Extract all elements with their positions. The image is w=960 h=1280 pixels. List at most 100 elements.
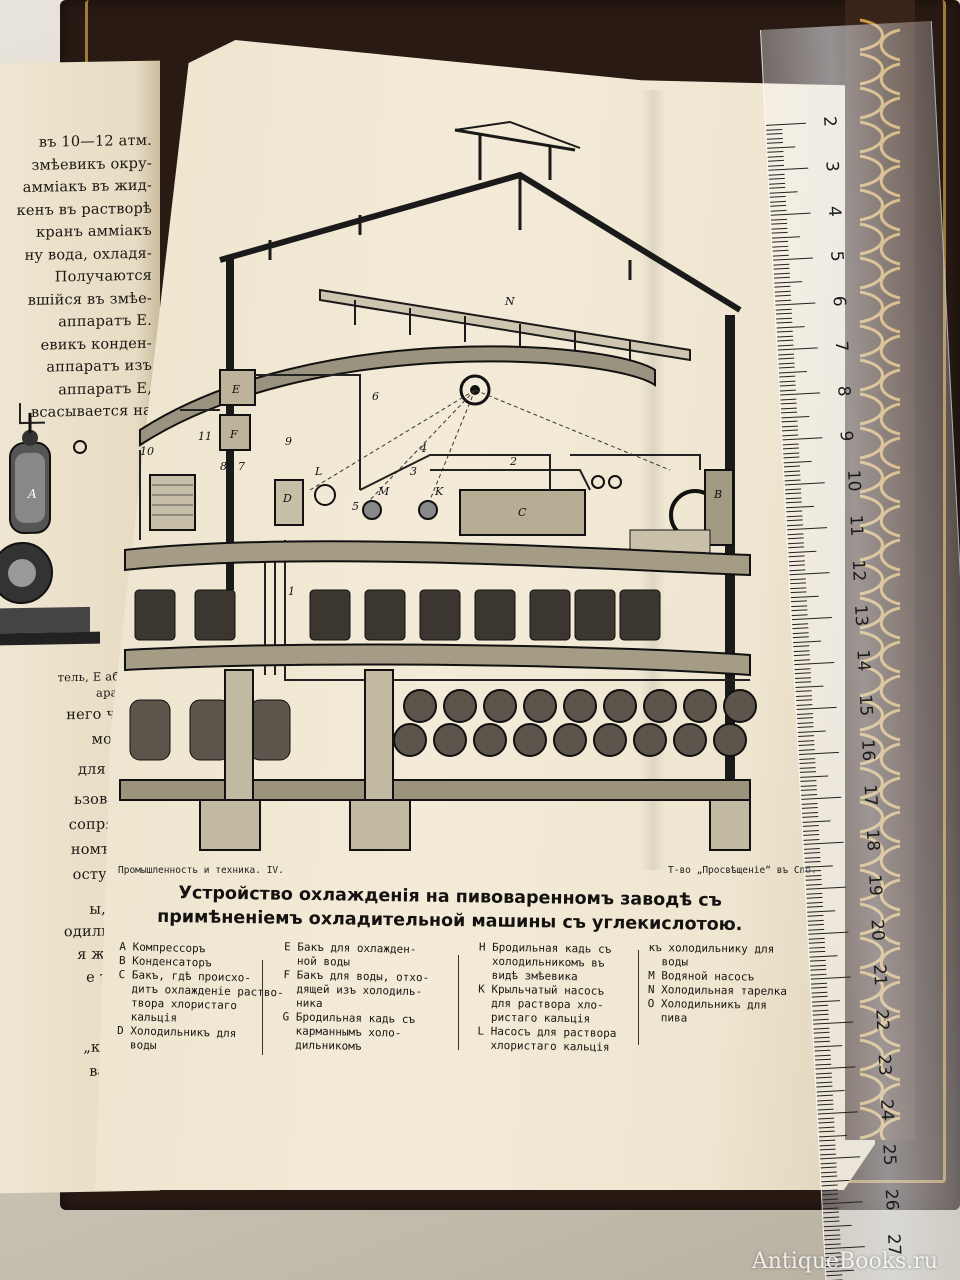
ruler-tick [768, 177, 785, 180]
ruler-number: 2 [819, 115, 840, 128]
ruler-tick [803, 838, 820, 841]
ruler-tick [794, 667, 811, 670]
ruler-tick [781, 429, 799, 432]
barrel-end [563, 689, 597, 723]
series-label: Промышленность и техника. IV. [118, 865, 284, 876]
ruler-tick [801, 802, 818, 805]
ruler-tick [787, 541, 804, 544]
ruler-tick [804, 864, 833, 868]
ruler-tick [823, 1215, 840, 1218]
label-1: 1 [288, 585, 295, 598]
ruler-tick [784, 482, 825, 486]
brewery-cooling-diagram: N E F D L M K C [119, 120, 757, 851]
ruler-tick [816, 1085, 833, 1088]
ruler-tick [822, 1206, 839, 1209]
beer-barrels [129, 689, 757, 761]
ruler-tick [799, 757, 816, 760]
ruler-tick [819, 1139, 836, 1142]
ruler-number: 8 [833, 385, 854, 398]
ruler-tick [807, 923, 824, 926]
tank-i [149, 474, 196, 531]
ruler-tick [822, 1211, 839, 1214]
ruler-tick [806, 892, 823, 895]
ruler-tick [768, 167, 809, 171]
ruler-tick [817, 1108, 834, 1110]
barrel-end [513, 723, 547, 757]
barrel-end [523, 689, 557, 723]
ruler-tick [783, 456, 800, 459]
ruler-tick [785, 496, 802, 499]
label-d: D [282, 492, 292, 505]
ruler-tick [798, 735, 815, 737]
barrel-end [433, 723, 467, 757]
fig-letter-a: A [27, 487, 37, 501]
ruler-tick [789, 577, 806, 580]
ruler-tick [820, 1162, 837, 1164]
ruler-tick [780, 407, 797, 409]
ruler-tick [767, 150, 784, 153]
ruler-tick [767, 145, 796, 149]
label-3: 3 [410, 465, 417, 478]
ruler-tick [777, 353, 795, 356]
ruler-tick [769, 195, 786, 198]
ruler-tick [781, 411, 798, 414]
ruler-tick [817, 1103, 834, 1106]
ruler-tick [817, 1099, 834, 1101]
ruler-tick [797, 717, 814, 720]
ruler-tick [809, 954, 838, 958]
barrel-side [249, 699, 291, 761]
ruler-tick [783, 465, 800, 468]
ruler-tick [813, 1027, 830, 1030]
ruler-tick [778, 366, 795, 369]
ruler-tick [818, 1117, 835, 1119]
ruler-tick [797, 726, 814, 728]
ruler-tick [779, 389, 796, 391]
legend-entry: хлористаго кальцiя [477, 1038, 610, 1054]
ruler-tick [791, 613, 808, 616]
ruler-tick [790, 591, 807, 594]
ruler-tick [802, 825, 819, 827]
ruler-tick [767, 159, 784, 162]
ruler-number: 14 [852, 649, 874, 672]
ruler-number: 9 [835, 430, 857, 442]
barrel-end [443, 689, 477, 723]
gauge-2 [608, 475, 622, 489]
ruler-tick [769, 190, 798, 194]
ruler-tick [821, 1179, 850, 1182]
tank-e [219, 369, 256, 406]
ruler-tick [813, 1031, 830, 1034]
ruler-tick [773, 267, 790, 270]
ruler-tick [812, 1004, 829, 1007]
ruler-tick [778, 357, 795, 360]
ruler-tick [786, 514, 803, 517]
ruler-tick [799, 762, 816, 764]
compressor-illustration: A [0, 403, 100, 646]
ruler-tick [826, 1274, 843, 1277]
ruler-tick [773, 257, 814, 261]
ruler-tick [779, 380, 796, 382]
barrel-end [483, 689, 517, 723]
ruler-tick [771, 222, 788, 225]
ruler-tick [820, 1166, 837, 1169]
ruler-tick [823, 1224, 852, 1227]
ruler-tick [807, 919, 824, 922]
ruler-tick [781, 415, 810, 418]
ruler-number: 17 [859, 783, 881, 807]
ruler-tick [802, 816, 819, 818]
ruler-tick [792, 622, 809, 625]
pump-m [362, 500, 382, 520]
ruler-tick [803, 847, 820, 850]
ruler-tick [796, 703, 813, 706]
ruler-tick [800, 780, 817, 782]
ruler-tick [806, 886, 847, 890]
pump-k [418, 500, 438, 520]
foundation [199, 799, 751, 851]
barrel-end [603, 689, 637, 723]
ruler-tick [766, 132, 783, 135]
upper-floor [124, 540, 751, 577]
barrel-end [593, 723, 627, 757]
ruler-tick [766, 137, 783, 140]
ruler-tick [785, 492, 802, 495]
ruler-tick [809, 946, 826, 949]
ruler-tick [807, 909, 836, 913]
